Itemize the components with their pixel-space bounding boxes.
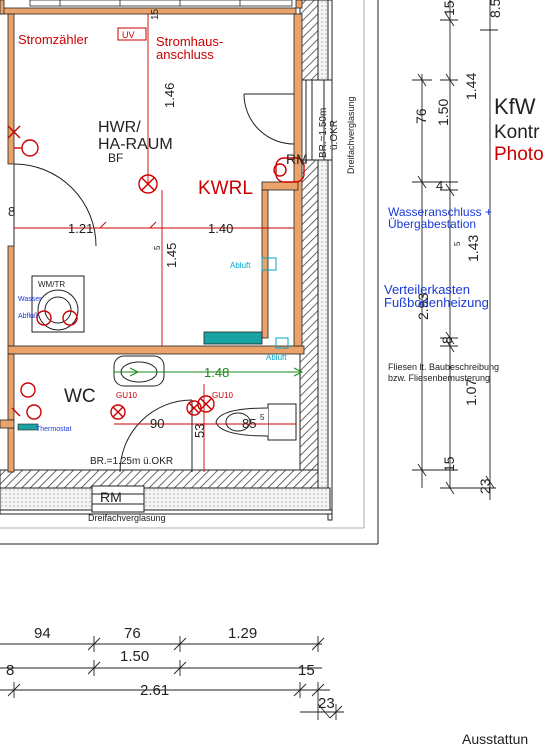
door-left	[13, 163, 97, 247]
rm-box-top	[275, 157, 305, 183]
door-wc	[119, 399, 193, 473]
dim-right-1-07: 1.07	[463, 379, 479, 406]
dim-bottom-23: 23	[318, 695, 335, 712]
rm-top-label: RM	[286, 151, 308, 167]
right-dimension-chain	[412, 0, 498, 500]
water-label-1: Wasser	[18, 296, 42, 303]
dim-right-8-58: 8.58	[487, 0, 503, 18]
dimension-1-40: 1.40	[208, 221, 233, 236]
br-side-label-2: ü.OKR	[329, 120, 340, 150]
tiles-label-2: bzw. Fliesenbemusterung	[388, 373, 490, 383]
dimension-85: 85	[242, 416, 256, 431]
top-edge-fixtures	[29, 0, 293, 7]
dim-bottom-1-29: 1.29	[228, 625, 257, 642]
dim-bottom-8: 8	[6, 662, 14, 679]
dim-bottom-76: 76	[124, 625, 141, 642]
top-cut-dimension: 15	[150, 8, 161, 20]
dimension-1-45-sup: 5	[153, 245, 162, 250]
text-layer: Stromzähler UV 15 Stromhaus- anschluss H…	[6, 0, 544, 744]
toilet	[215, 403, 297, 441]
dim-right-1-43: 1.43	[465, 235, 481, 262]
dim-right-76: 76	[413, 108, 429, 124]
distributor-label-1: Verteilerkasten	[384, 282, 470, 297]
meter-label: Stromzähler	[18, 32, 89, 47]
dim-right-4: 4	[436, 178, 443, 193]
kfw-label: KfW	[494, 94, 536, 119]
photo-label: Photo	[494, 144, 544, 165]
dim-bottom-15: 15	[298, 662, 315, 679]
sink	[113, 355, 165, 387]
vent-markers	[261, 257, 289, 349]
kwrl-label: KWRL	[198, 178, 253, 199]
dim-bottom-2-61: 2.61	[140, 682, 169, 699]
dimension-90: 90	[150, 416, 164, 431]
abluft-label-2: Abluft	[266, 353, 287, 362]
dim-right-15-bot: 15	[441, 456, 457, 472]
dimension-8-left: 8	[8, 204, 15, 219]
abluft-label-1: Abluft	[230, 261, 251, 270]
uv-box	[117, 27, 147, 41]
interior-walls	[0, 0, 305, 473]
gu10-label-1: GU10	[116, 391, 137, 400]
dim-right-1-50: 1.50	[435, 99, 451, 126]
house-connection-label-1: Stromhaus-	[156, 34, 223, 49]
dim-right-1-43-sup: 5	[453, 241, 462, 246]
dimension-85-sup: 5	[260, 413, 265, 422]
dim-right-23: 23	[477, 478, 493, 494]
socket-left-icon	[14, 139, 39, 157]
door-right	[243, 93, 295, 145]
room-name-line-2: HA-RAUM	[98, 136, 173, 153]
thermostat-label: Thermostat	[36, 426, 71, 433]
dimension-1-46: 1.46	[162, 83, 177, 108]
distributor-box	[203, 331, 263, 345]
room-name-line-1: HWR/	[98, 119, 141, 136]
rm-bottom-label: RM	[100, 489, 122, 505]
br-side-label-1: BR.=1.50m	[318, 108, 329, 158]
thermostat-box	[17, 423, 39, 431]
light-wc-left-icon	[110, 404, 126, 420]
washer-label: WM/TR	[38, 280, 65, 289]
dim-right-15-top: 15	[441, 0, 457, 16]
bottom-cut-label: Ausstattun	[462, 731, 528, 744]
socket-wc-left-icon	[20, 382, 42, 420]
glazing-side-label: Dreifachverglasung	[346, 96, 356, 174]
distributor-label-2: Fußbodenheizung	[384, 295, 489, 310]
room-floor-label: BF	[108, 151, 123, 165]
socket-washer-icon	[36, 310, 78, 326]
dim-right-8: 8	[439, 336, 455, 344]
glazing-bottom-label: Dreifachverglasung	[88, 513, 166, 523]
kontr-label: Kontr	[494, 122, 540, 143]
dimension-1-21: 1.21	[68, 221, 93, 236]
tiles-label-1: Fliesen lt. Baubeschreibung	[388, 362, 499, 372]
switch-left-icon	[7, 125, 21, 139]
dim-right-2-93: 2.93	[415, 293, 431, 320]
outer-walls	[0, 0, 379, 545]
dimension-1-48: 1.48	[204, 365, 229, 380]
socket-rm-icon	[273, 163, 287, 177]
dimension-wc-width	[114, 367, 304, 377]
light-wc-main-icon	[186, 400, 202, 416]
water-label-2: Abfluß	[18, 313, 38, 320]
dimension-1-45: 1.45	[164, 243, 179, 268]
dim-right-1-44: 1.44	[463, 73, 479, 100]
uv-label: UV	[122, 30, 135, 40]
dim-bottom-1-50: 1.50	[120, 648, 149, 665]
wc-label: WC	[64, 386, 96, 407]
dim-bottom-94: 94	[34, 625, 51, 642]
dimension-lines	[14, 14, 296, 472]
gu10-label-2: GU10	[212, 391, 233, 400]
br-bottom-label: BR.=1.25m ü.OKR	[90, 456, 173, 467]
water-connection-label-2: Übergabestation	[388, 217, 476, 231]
dimension-53: 53	[192, 424, 207, 438]
electrical-symbols	[7, 125, 287, 420]
house-connection-label-2: anschluss	[156, 47, 214, 62]
water-connection-label-1: Wasseranschluss +	[388, 205, 492, 219]
bottom-dimension-chain	[0, 636, 344, 720]
